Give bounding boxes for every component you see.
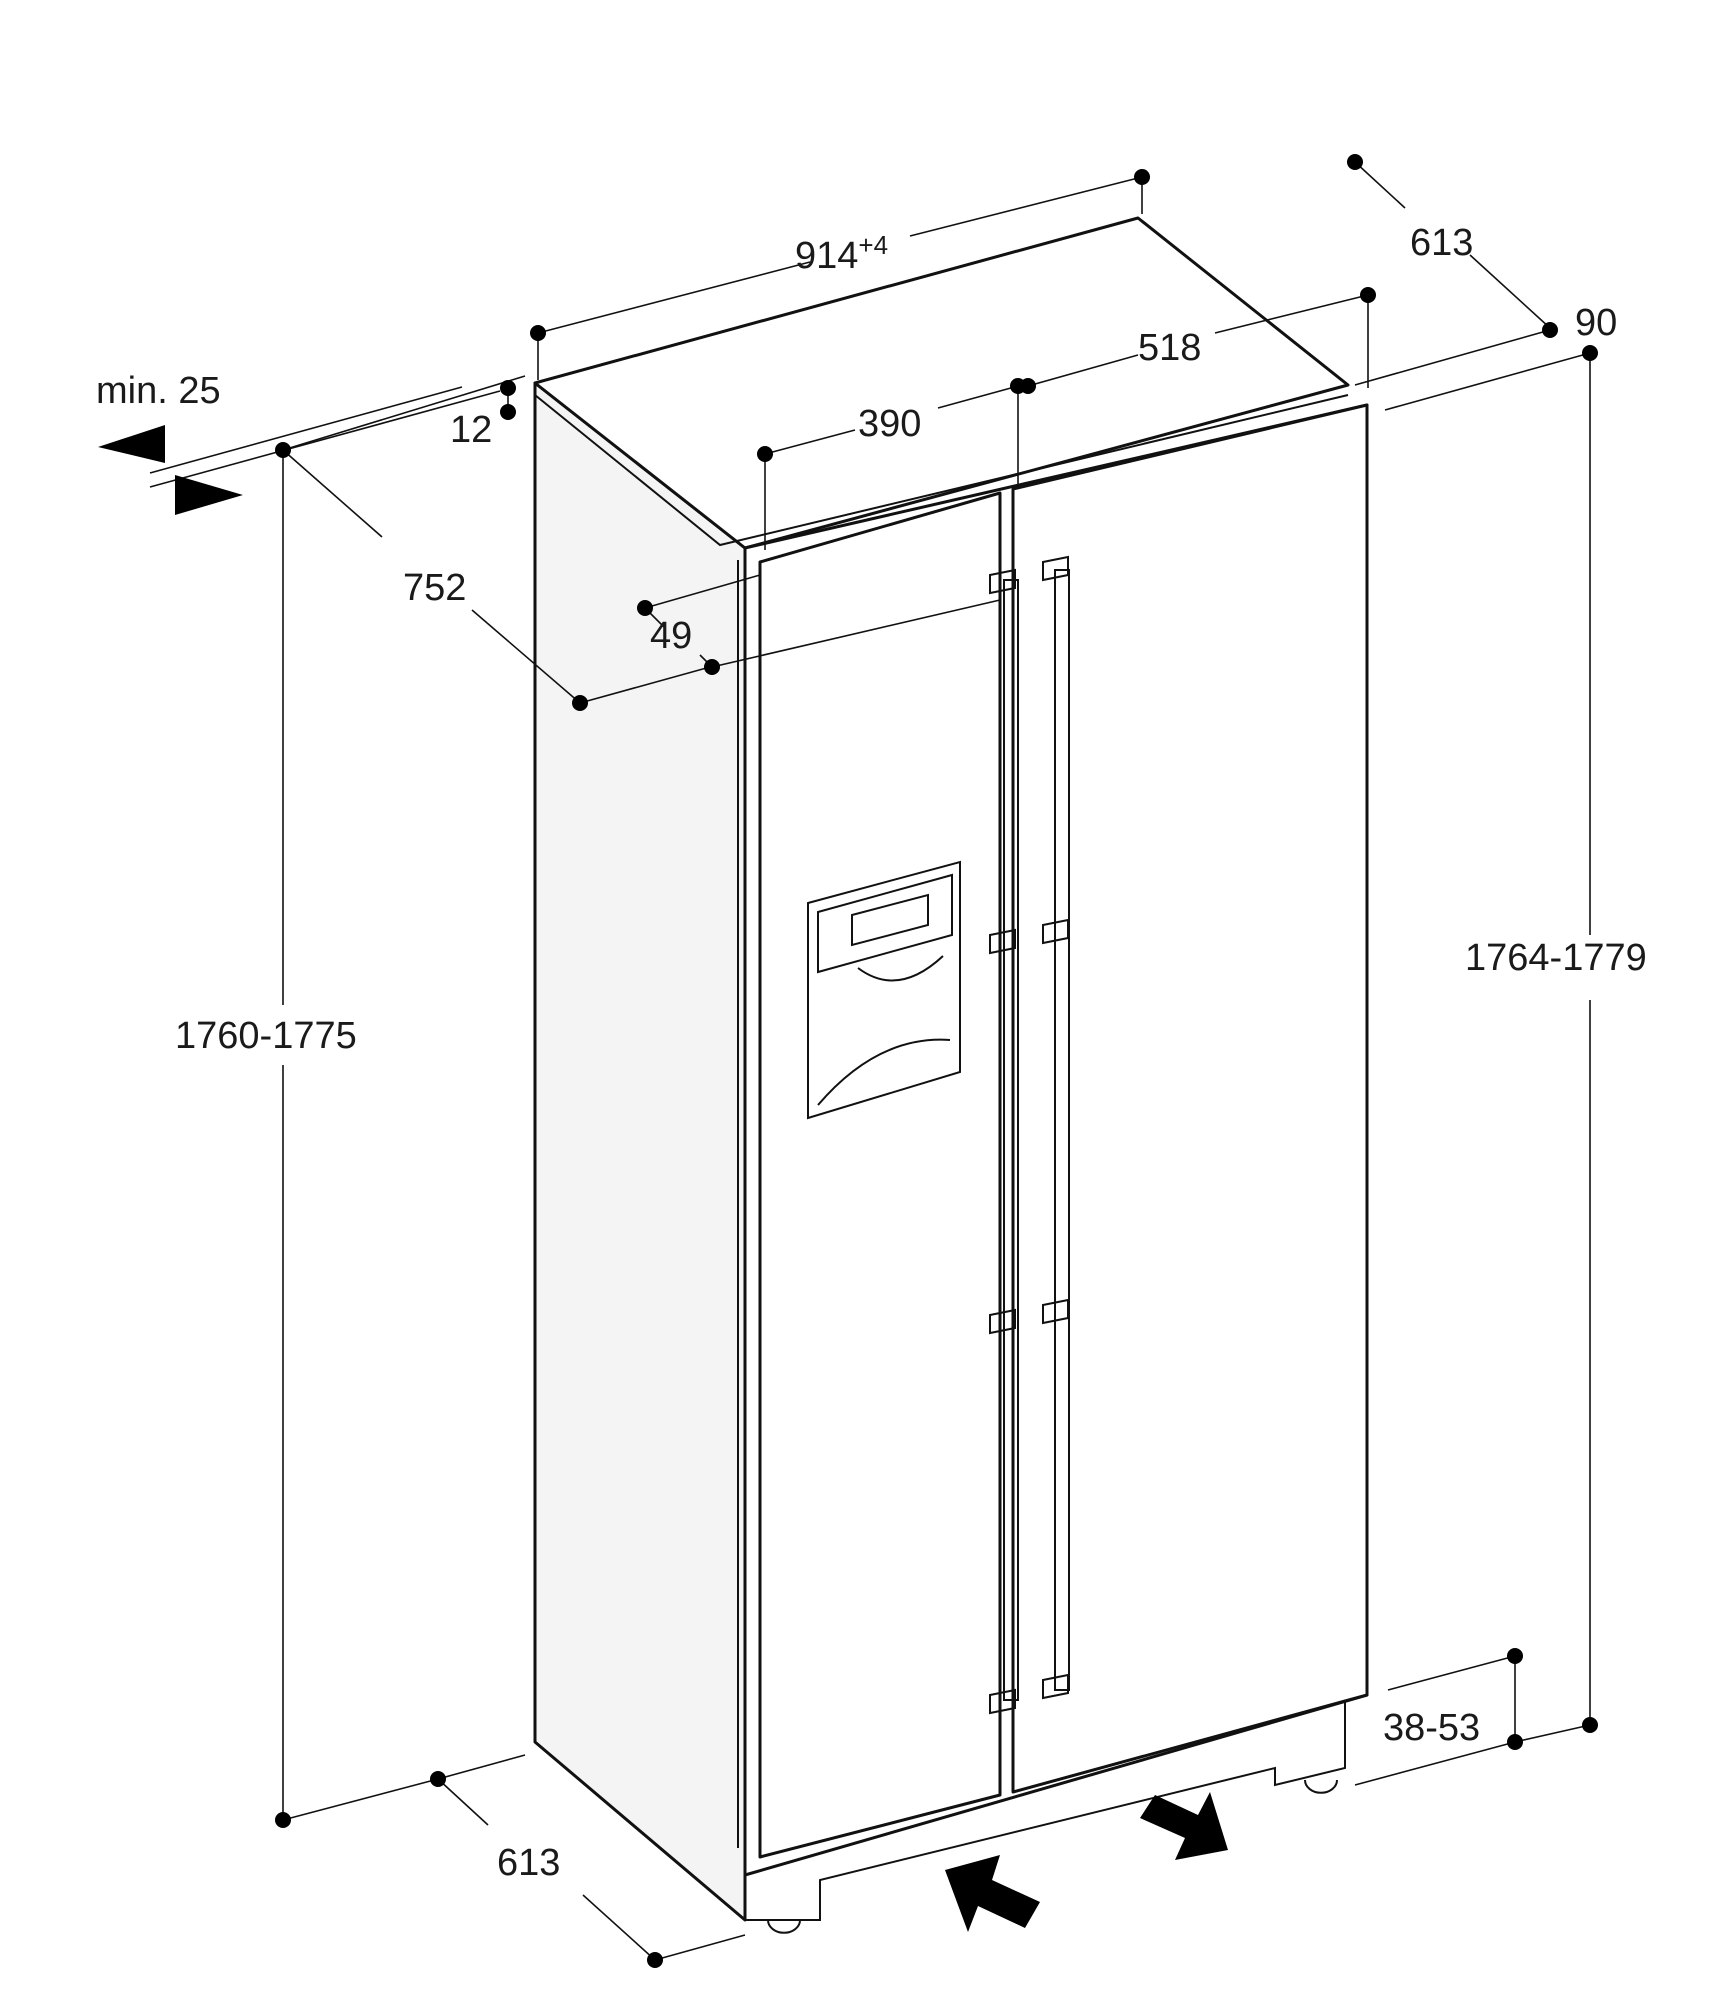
label-top-offset: 12 xyxy=(450,409,492,451)
front-foot xyxy=(767,1919,801,1934)
clearance-arrow-left-icon xyxy=(98,425,165,463)
air-outlet-arrow-icon xyxy=(1140,1792,1228,1860)
right-door-handle xyxy=(1042,555,1070,1700)
label-depth-bottom: 613 xyxy=(497,1842,560,1884)
water-ice-dispenser xyxy=(807,860,961,1120)
label-door-thickness: 49 xyxy=(650,615,692,657)
label-foot-height: 38-53 xyxy=(1383,1707,1480,1749)
dimension-points xyxy=(275,154,1598,1968)
label-door-open-depth: 752 xyxy=(403,567,466,609)
plinth xyxy=(744,1700,1346,1921)
fridge-body xyxy=(533,216,1369,1934)
label-total-width: 914+4 xyxy=(795,230,888,277)
label-right-door-width: 518 xyxy=(1138,327,1201,369)
left-door xyxy=(758,491,1002,1859)
label-top-gap: 90 xyxy=(1575,302,1617,344)
top-trim xyxy=(534,394,1349,547)
clearance-arrow-right-icon xyxy=(175,475,243,515)
airflow-arrows xyxy=(98,425,1228,1932)
label-right-height: 1764-1779 xyxy=(1465,937,1647,979)
air-inlet-arrow-icon xyxy=(945,1855,1040,1932)
label-depth-top: 613 xyxy=(1410,222,1473,264)
label-left-door-width: 390 xyxy=(858,403,921,445)
dimension-lines xyxy=(149,161,1591,1961)
label-min-clearance: min. 25 xyxy=(96,370,221,412)
dimension-labels: 914+4 613 90 518 390 min. 25 12 752 49 1… xyxy=(96,222,1647,1884)
top-panel xyxy=(533,216,1350,550)
rear-foot xyxy=(1304,1779,1338,1794)
right-door xyxy=(1011,403,1369,1794)
label-left-height: 1760-1775 xyxy=(175,1015,357,1057)
left-door-handle xyxy=(989,568,1019,1715)
